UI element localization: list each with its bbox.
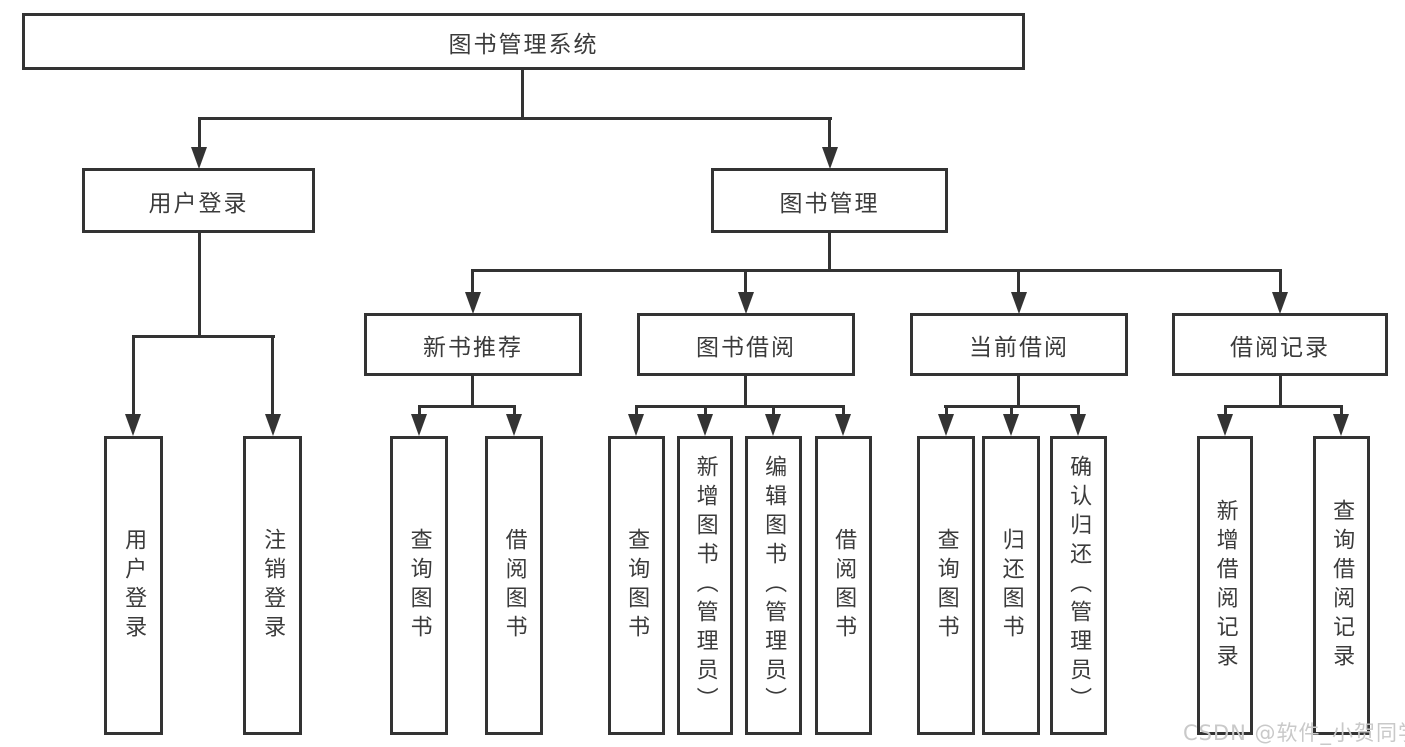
connector-root-branch (198, 117, 832, 120)
node-user-login: 用户登录 (82, 168, 315, 233)
connector-user-login-stub (198, 233, 201, 336)
connector-to-leaf (132, 335, 135, 415)
node-root-label: 图书管理系统 (448, 31, 599, 58)
leaf-add-borrow-record-label: 新增借阅记录 (1212, 498, 1238, 673)
arrowhead (822, 147, 838, 169)
connector-to-node (1017, 269, 1020, 293)
leaf-query-books-recommend-label: 查询图书 (406, 527, 432, 644)
connector-stub (1017, 376, 1020, 408)
connector-to-leaf (513, 405, 516, 416)
arrowhead (1011, 292, 1027, 314)
leaf-query-books-borrow-label: 查询图书 (624, 527, 650, 644)
arrowhead (1070, 414, 1086, 436)
leaf-borrow-books-recommend-label: 借阅图书 (501, 527, 527, 644)
leaf-user-login: 用户登录 (104, 436, 163, 735)
arrowhead (628, 414, 644, 436)
connector-book-mgmt-stub (828, 233, 831, 272)
connector-to-leaf (842, 405, 845, 416)
arrowhead (765, 414, 781, 436)
connector-to-leaf (772, 405, 775, 416)
connector-to-user-login (198, 117, 201, 148)
leaf-query-books-current-label: 查询图书 (933, 527, 959, 644)
connector-to-book-management (828, 117, 831, 148)
leaf-add-books-admin-label: 新增图书（管理员） (692, 455, 718, 716)
leaf-query-borrow-record: 查询借阅记录 (1313, 436, 1370, 735)
connector-stub (1279, 376, 1282, 408)
leaf-borrow-books: 借阅图书 (815, 436, 872, 735)
connector-to-node (471, 269, 474, 293)
connector-to-leaf (271, 335, 274, 415)
leaf-add-borrow-record: 新增借阅记录 (1197, 436, 1253, 735)
arrowhead (411, 414, 427, 436)
node-borrow-records: 借阅记录 (1172, 313, 1388, 376)
connector-to-leaf (704, 405, 707, 416)
connector-branch (635, 405, 845, 408)
leaf-borrow-books-recommend: 借阅图书 (485, 436, 543, 735)
leaf-add-books-admin: 新增图书（管理员） (677, 436, 733, 735)
leaf-query-books-recommend: 查询图书 (390, 436, 448, 735)
connector-branch (1224, 405, 1343, 408)
node-borrow-records-label: 借阅记录 (1230, 334, 1330, 361)
arrowhead (1217, 414, 1233, 436)
leaf-edit-books-admin: 编辑图书（管理员） (745, 436, 802, 735)
arrowhead (191, 147, 207, 169)
arrowhead (506, 414, 522, 436)
node-book-borrow-label: 图书借阅 (696, 334, 796, 361)
leaf-borrow-books-label: 借阅图书 (831, 527, 857, 644)
node-new-book-recommend-label: 新书推荐 (423, 334, 523, 361)
connector-to-leaf (945, 405, 948, 416)
arrowhead (697, 414, 713, 436)
connector-branch (418, 405, 516, 408)
node-user-login-label: 用户登录 (148, 190, 249, 217)
arrowhead (738, 292, 754, 314)
connector-to-leaf (1010, 405, 1013, 416)
node-current-borrow: 当前借阅 (910, 313, 1128, 376)
connector-to-leaf (1340, 405, 1343, 416)
connector-to-leaf (418, 405, 421, 416)
leaf-user-login-label: 用户登录 (121, 527, 147, 644)
connector-root-stub (521, 70, 524, 118)
node-book-management-label: 图书管理 (779, 190, 880, 217)
leaf-query-borrow-record-label: 查询借阅记录 (1329, 498, 1355, 673)
leaf-confirm-return-admin-label: 确认归还（管理员） (1066, 455, 1092, 716)
arrowhead (1272, 292, 1288, 314)
leaf-return-books-label: 归还图书 (998, 527, 1024, 644)
connector-book-mgmt-branch (472, 269, 1282, 272)
node-current-borrow-label: 当前借阅 (969, 334, 1069, 361)
connector-stub (471, 376, 474, 408)
connector-to-node (1279, 269, 1282, 293)
node-book-borrow: 图书借阅 (637, 313, 855, 376)
leaf-logout: 注销登录 (243, 436, 302, 735)
connector-stub (744, 376, 747, 408)
leaf-confirm-return-admin: 确认归还（管理员） (1050, 436, 1107, 735)
leaf-edit-books-admin-label: 编辑图书（管理员） (761, 455, 787, 716)
connector-to-leaf (1077, 405, 1080, 416)
leaf-query-books-borrow: 查询图书 (608, 436, 665, 735)
arrowhead (1003, 414, 1019, 436)
watermark: CSDN @软件_小贺同学 (1183, 721, 1405, 745)
arrowhead (938, 414, 954, 436)
connector-to-leaf (1224, 405, 1227, 416)
leaf-return-books: 归还图书 (982, 436, 1040, 735)
node-root: 图书管理系统 (22, 13, 1025, 70)
connector-to-node (744, 269, 747, 293)
leaf-logout-label: 注销登录 (260, 527, 286, 644)
arrowhead (125, 414, 141, 436)
node-new-book-recommend: 新书推荐 (364, 313, 582, 376)
arrowhead (1333, 414, 1349, 436)
node-book-management: 图书管理 (711, 168, 948, 233)
leaf-query-books-current: 查询图书 (917, 436, 975, 735)
arrowhead (265, 414, 281, 436)
arrowhead (835, 414, 851, 436)
connector-to-leaf (635, 405, 638, 416)
connector-user-login-branch (132, 335, 275, 338)
arrowhead (465, 292, 481, 314)
